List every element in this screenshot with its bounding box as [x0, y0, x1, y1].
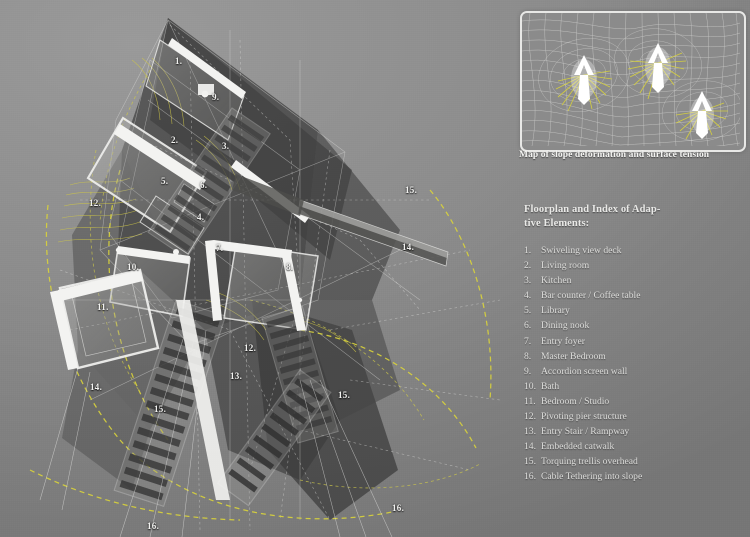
legend-item-number: 13. [524, 426, 536, 438]
plan-callout: 9. [212, 92, 220, 102]
legend-title-line1: Floorplan and Index of Adap- [524, 204, 661, 215]
legend-item: 2. Living room [524, 258, 740, 273]
legend-item: 1. Swiveling view deck [524, 243, 740, 258]
legend-item-number: 1. [524, 245, 532, 256]
plan-callout: 15. [338, 390, 351, 400]
legend-item-number: 2. [524, 260, 532, 272]
legend-item-number: 11. [524, 395, 536, 407]
legend-item: 6. Dining nook [524, 318, 740, 333]
plan-callout: 7. [216, 243, 224, 253]
legend-item-label: Library [541, 305, 570, 317]
legend-item-number: 16. [524, 471, 536, 483]
inset-caption: Map of slope deformation and surface ten… [519, 150, 710, 160]
plan-callout: 12. [89, 198, 102, 208]
embedded-catwalk [232, 174, 449, 267]
legend-item-number: 9. [524, 365, 532, 377]
legend-item: 15. Torquing trellis overhead [524, 454, 740, 469]
legend-item-number: 5. [524, 305, 532, 317]
legend-item-label: Bedroom / Studio [541, 395, 610, 407]
legend-item: 3. Kitchen [524, 273, 740, 288]
legend-item-number: 6. [524, 320, 532, 332]
legend-item: 11. Bedroom / Studio [524, 394, 740, 409]
plan-callout: 1. [175, 56, 183, 66]
legend-item-number: 3. [524, 275, 532, 287]
plan-callout: 2. [171, 135, 179, 145]
cable-tether-group [39, 329, 393, 537]
legend-item: 14. Embedded catwalk [524, 439, 740, 454]
legend-item-label: Embedded catwalk [541, 441, 615, 453]
legend-item-label: Torquing trellis overhead [541, 456, 638, 468]
deformation-figure-glow [571, 47, 714, 133]
legend-item: 16. Cable Tethering into slope [524, 469, 740, 484]
legend-item-number: 8. [524, 350, 532, 362]
legend-item-label: Swiveling view deck [541, 245, 622, 256]
legend-item-label: Cable Tethering into slope [541, 471, 643, 483]
plan-callout: 15. [405, 185, 418, 195]
legend-item-label: Entry foyer [541, 335, 585, 347]
legend-item-number: 14. [524, 441, 536, 453]
legend-item-number: 4. [524, 290, 532, 302]
deformation-figure-group [574, 43, 712, 139]
legend-item: 10. Bath [524, 379, 740, 394]
legend-item-label: Bar counter / Coffee table [541, 290, 641, 302]
legend-item-label: Dining nook [541, 320, 590, 332]
legend-list: 1. Swiveling view deck 2. Living room 3. Kitc… [524, 243, 740, 485]
plan-callout: 16. [147, 521, 160, 531]
plan-callout: 16. [392, 503, 405, 513]
legend-item-label: Accordion screen wall [541, 365, 628, 377]
legend-item: 13. Entry Stair / Rampway [524, 424, 740, 439]
plan-callout: 15. [154, 404, 167, 414]
legend-item-label: Living room [541, 260, 590, 272]
plan-callout: 4. [197, 212, 205, 222]
plan-callout: 5. [161, 176, 169, 186]
legend-title: Floorplan and Index of Adap- tive Elemen… [524, 203, 674, 230]
legend-item-label: Entry Stair / Rampway [541, 426, 630, 438]
legend-title-line2: tive Elements: [524, 217, 590, 229]
legend-item-label: Pivoting pier structure [541, 411, 627, 423]
slope-deformation-map [520, 11, 746, 152]
plan-callout: 12. [244, 343, 257, 353]
legend-item-label: Kitchen [541, 275, 572, 287]
plan-callout: 8. [286, 262, 294, 272]
legend-item: 7. Entry foyer [524, 334, 740, 349]
slope-deformation-vector [522, 13, 740, 146]
legend-item: 12. Pivoting pier structure [524, 409, 740, 424]
legend-item-label: Bath [541, 380, 560, 392]
plan-callout: 10. [127, 262, 140, 272]
legend-item: 5. Library [524, 303, 740, 318]
legend-item-number: 7. [524, 335, 532, 347]
plan-callout: 3. [222, 141, 230, 151]
accordion-screen-wall [198, 84, 214, 95]
plan-callout: 6. [200, 180, 208, 190]
legend-item-number: 15. [524, 456, 536, 468]
legend-item: 4. Bar counter / Coffee table [524, 288, 740, 303]
legend-panel: Floorplan and Index of Adap- tive Elemen… [524, 203, 740, 485]
plan-callout: 14. [402, 242, 415, 252]
legend-item-number: 12. [524, 411, 536, 423]
legend-item-label: Master Bedroom [541, 350, 606, 362]
legend-item: 8. Master Bedroom [524, 349, 740, 364]
adaptive-house-floorplan: 1. 9. 2. 3. 5. 6. 4. 12. 7. 8. 10. 11. 12. 13. 14. 15. 1… [29, 18, 501, 537]
plan-callout: 14. [90, 382, 103, 392]
plan-callout: 13. [230, 371, 243, 381]
floor-plate-group [58, 39, 319, 370]
plan-callout: 11. [97, 302, 109, 312]
legend-item: 9. Accordion screen wall [524, 364, 740, 379]
legend-item-number: 10. [524, 380, 536, 392]
floorplan-vector [29, 18, 501, 537]
